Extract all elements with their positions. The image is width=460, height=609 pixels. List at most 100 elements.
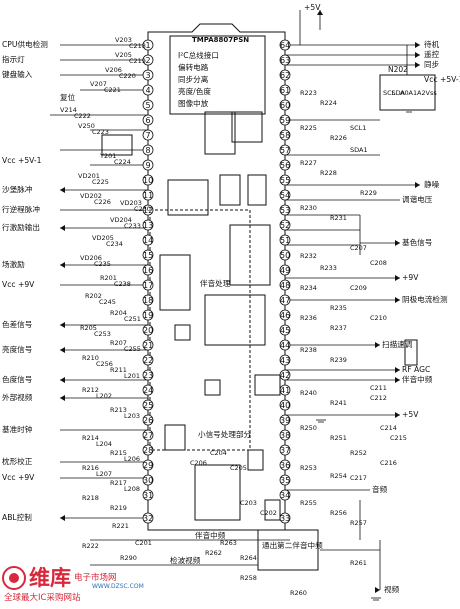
component-ref: R237 (330, 324, 347, 332)
component-ref: C230 (134, 205, 151, 213)
component-ref: V205 (115, 51, 132, 59)
pin-number: 60 (280, 101, 290, 110)
pin-number: 43 (280, 356, 290, 365)
pin-number: 39 (280, 416, 290, 425)
component-ref: R239 (330, 356, 347, 364)
pin-number: 35 (280, 476, 290, 485)
hv-block (167, 179, 209, 216)
component-ref: R211 (110, 366, 127, 374)
pin-number: 21 (143, 341, 153, 350)
pot-right (404, 339, 418, 366)
component-ref: C208 (370, 259, 387, 267)
label-detect-video: 检波视频 (170, 555, 201, 565)
component-ref: C202 (260, 509, 277, 517)
component-ref: C253 (94, 330, 111, 338)
pin-number: 46 (280, 311, 290, 320)
component-ref: R256 (330, 509, 347, 517)
block-sync: 同步分离 (178, 74, 209, 84)
eeprom-pin-label: A1 (409, 89, 418, 97)
pin-number: 10 (143, 176, 153, 185)
component-ref: C201 (135, 539, 152, 547)
component-ref: R264 (240, 554, 257, 562)
component-ref: C218 (129, 42, 146, 50)
pin-number: 34 (280, 491, 290, 500)
component-ref: C207 (350, 244, 367, 252)
eeprom-pin-label: Vss (426, 89, 438, 97)
pin-number: 11 (143, 191, 153, 200)
watermark-logo-dot-icon (9, 573, 19, 583)
component-ref: C215 (390, 434, 407, 442)
component-ref: R216 (82, 464, 99, 472)
component-ref: R233 (320, 264, 337, 272)
component-refs: V203V205V206V207V214V250Y201VD201VD202VD… (60, 36, 407, 597)
bus-block (231, 111, 263, 143)
arrow-heads (60, 10, 420, 593)
component-ref: R225 (300, 124, 317, 132)
component-ref: C211 (370, 384, 387, 392)
component-ref: R212 (82, 386, 99, 394)
label-hout: 行激励输出 (2, 222, 40, 232)
component-ref: V250 (78, 122, 95, 130)
component-ref: VD201 (78, 172, 100, 180)
component-ref: C205 (230, 464, 247, 472)
ground-symbols (316, 109, 414, 601)
component-ref: R232 (300, 252, 317, 260)
yc-block (204, 294, 266, 346)
pin-number: 58 (280, 131, 290, 140)
label-cpu-detect: CPU供电检测 (2, 39, 48, 49)
label-standby: 待机 (424, 39, 440, 49)
label-vcc-5v-1-right: Vcc +5V-1 (424, 75, 460, 84)
component-ref: R231 (330, 214, 347, 222)
component-ref: Y201 (99, 152, 116, 160)
eeprom-pin-label: SCL (383, 89, 396, 97)
pin-number: 54 (280, 191, 290, 200)
label-snd-if-bottom: 伴音中频 (195, 530, 226, 540)
pin-number: 45 (280, 326, 290, 335)
label-second-snd: 通出第二伴音中频 (262, 540, 323, 550)
crystal-block (101, 134, 133, 156)
component-ref: R250 (300, 424, 317, 432)
label-sync-out: 同步 (424, 60, 440, 69)
pin-numbers-left: 1234567891011121314151617181920212223242… (143, 41, 153, 523)
pin-number: 15 (143, 251, 153, 260)
component-ref: R254 (330, 472, 347, 480)
component-ref: C216 (380, 459, 397, 467)
pin-number: 5 (146, 101, 151, 110)
label-keyboard: 键盘输入 (2, 69, 33, 79)
pin-number: 49 (280, 266, 290, 275)
component-ref: VD202 (80, 192, 102, 200)
component-ref: C217 (350, 474, 367, 482)
eeprom-pin-label: A0 (400, 89, 409, 97)
component-ref: R207 (110, 339, 127, 347)
component-ref: R290 (120, 554, 137, 562)
component-ref: R251 (330, 434, 347, 442)
pin-number: 20 (143, 326, 153, 335)
component-ref: R257 (350, 519, 367, 527)
pin-numbers-right: 6463626160595857565554535251504948474645… (280, 41, 290, 523)
component-ref: R215 (110, 449, 127, 457)
pin-number: 9 (146, 161, 151, 170)
watermark-brand: 维库 (29, 566, 71, 590)
pin-number: 16 (143, 266, 153, 275)
pin-number: 52 (280, 221, 290, 230)
block-small-signal: 小信号处理部分 (198, 429, 252, 439)
component-ref: R210 (82, 354, 99, 362)
label-hback: 行逆程脉冲 (2, 204, 40, 214)
pin-number: 26 (143, 416, 153, 425)
vif-block-b (254, 374, 281, 396)
pin-number: 13 (143, 221, 153, 230)
component-ref: V207 (90, 80, 107, 88)
component-ref: R234 (300, 284, 317, 292)
component-ref: L202 (96, 392, 112, 400)
pin-number: 14 (143, 236, 153, 245)
label-scan-adjust: 扫描速调 (382, 339, 413, 349)
pin-number: 38 (280, 431, 290, 440)
label-luma-signal: 亮度信号 (2, 344, 33, 354)
block-deflect: 偏转电路 (178, 62, 209, 72)
pin-number: 24 (143, 386, 153, 395)
component-ref: V203 (115, 36, 132, 44)
pin-number: 47 (280, 296, 290, 305)
rgb-block (229, 224, 271, 286)
label-pincushion: 枕形校正 (2, 456, 33, 466)
